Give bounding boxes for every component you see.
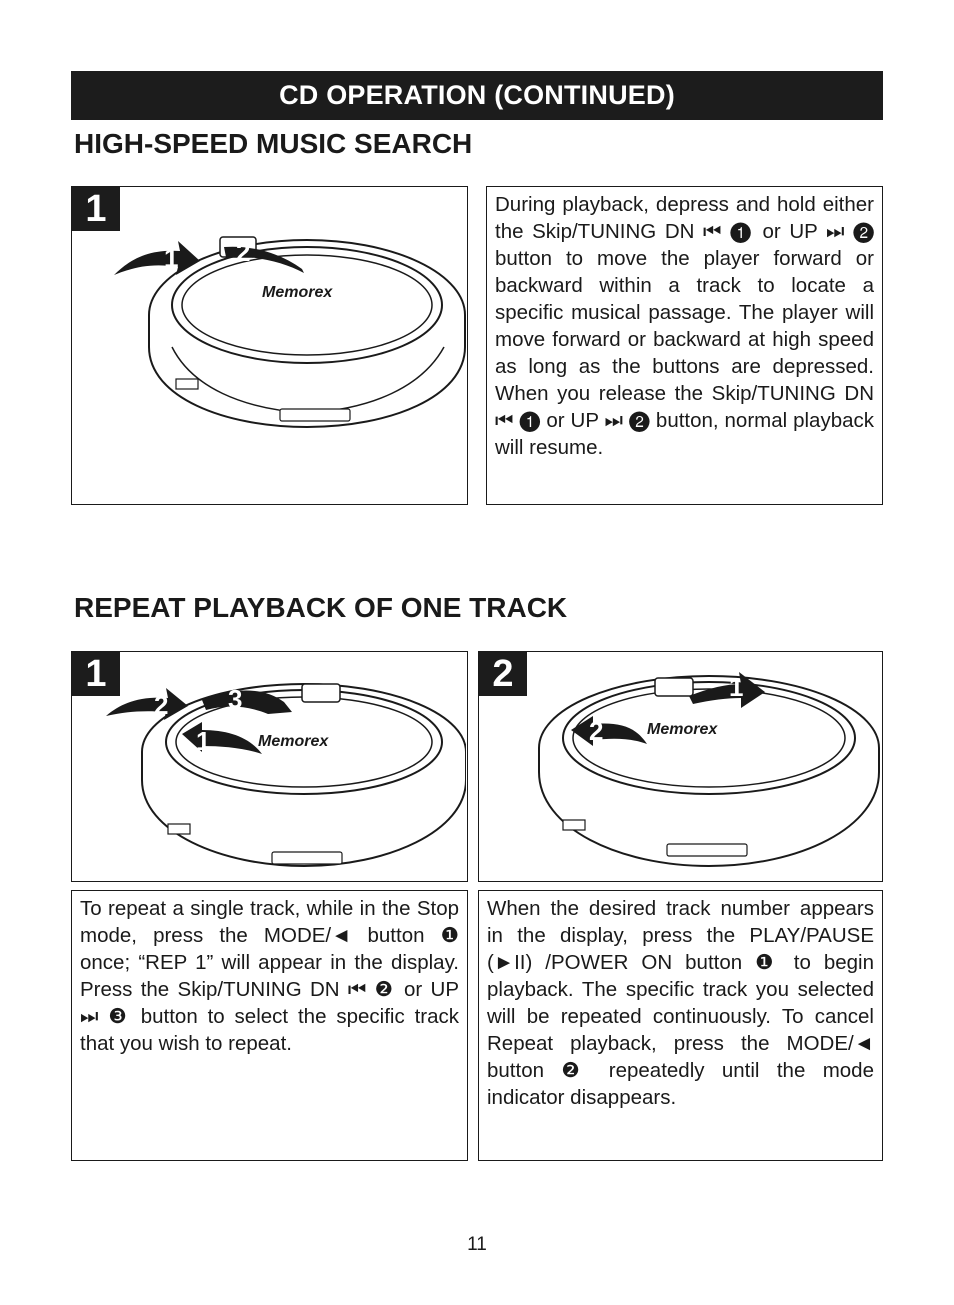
instructions-high-speed-search: During playback, depress and hold either… xyxy=(486,186,883,505)
section-title-high-speed-search: HIGH-SPEED MUSIC SEARCH xyxy=(74,128,473,159)
callout-2: 2 xyxy=(154,690,168,720)
illustration-repeat-step-2: Memorex 1 2 2 xyxy=(478,651,883,882)
instruction-text: To repeat a single track, while in the S… xyxy=(80,897,459,1055)
cd-player-illustration: Memorex 1 2 xyxy=(114,236,466,429)
cd-player-illustration: Memorex 1 2 3 xyxy=(106,683,466,868)
illustration-repeat-step-1: Memorex 1 2 3 1 xyxy=(71,651,468,882)
callout-1: 1 xyxy=(196,726,210,756)
section-title-repeat-one-track: REPEAT PLAYBACK OF ONE TRACK xyxy=(74,592,568,623)
instruction-text: During playback, depress and hold either… xyxy=(495,193,874,459)
page-number: 11 xyxy=(467,1234,487,1255)
callout-3: 3 xyxy=(228,684,242,714)
instructions-repeat-step-2: When the desired track number appears in… xyxy=(478,890,883,1161)
instruction-text: When the desired track number appears in… xyxy=(487,897,874,1109)
callout-2: 2 xyxy=(236,237,250,267)
instructions-repeat-step-1: To repeat a single track, while in the S… xyxy=(71,890,468,1161)
callout-1: 1 xyxy=(164,243,178,273)
brand-logo: Memorex xyxy=(262,284,333,301)
header-title: CD OPERATION (CONTINUED) xyxy=(279,80,675,110)
callout-1: 1 xyxy=(729,672,743,702)
illustration-high-speed-search: Memorex 1 2 1 xyxy=(71,186,468,505)
step-number-badge: 1 xyxy=(72,187,120,231)
cd-player-illustration: Memorex 1 2 xyxy=(538,672,880,868)
page-header: CD OPERATION (CONTINUED) xyxy=(71,71,883,120)
brand-logo: Memorex xyxy=(647,721,718,738)
step-number-badge: 1 xyxy=(72,652,120,696)
brand-logo: Memorex xyxy=(258,733,329,750)
step-number-badge: 2 xyxy=(479,652,527,696)
callout-2: 2 xyxy=(589,716,603,746)
